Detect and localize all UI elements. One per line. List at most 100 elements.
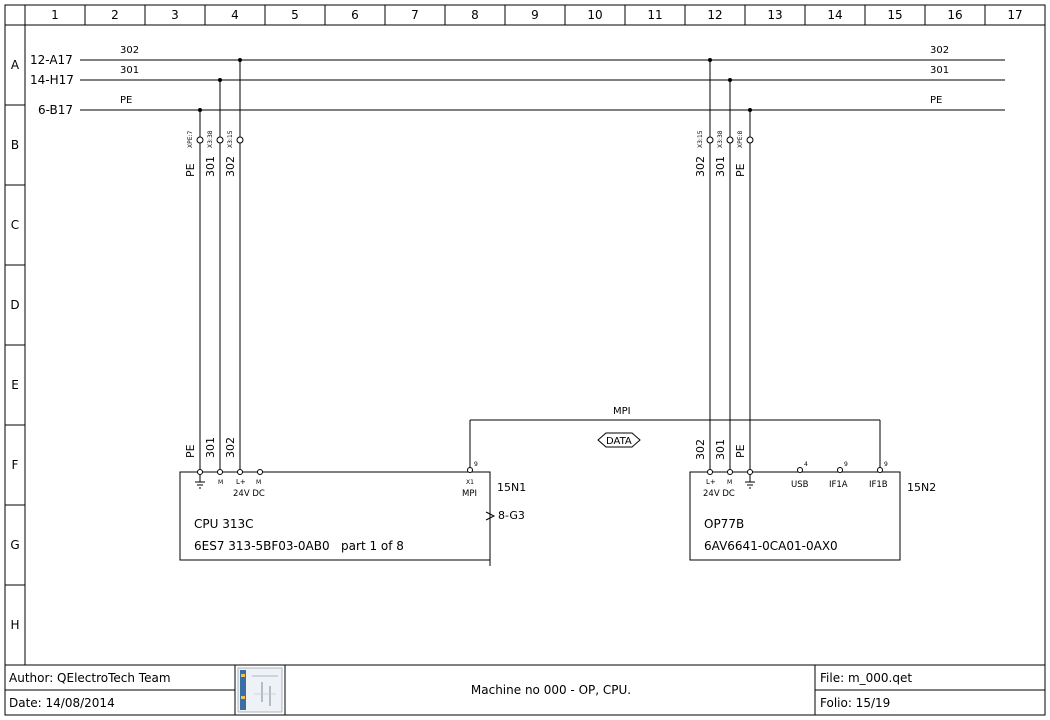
op-pin-pe <box>747 469 753 475</box>
qelectrotech-logo-icon <box>237 667 283 713</box>
right-label-pe: PE <box>930 95 942 106</box>
ground-icon <box>195 475 205 489</box>
data-arrow-label: DATA <box>606 436 632 447</box>
left-label-301: 301 <box>120 65 139 76</box>
cpu-mpi-pin <box>467 467 473 473</box>
op-port-if1a: IF1A <box>829 480 848 490</box>
op-wire-label-pe: PE <box>734 163 747 177</box>
op-wire-label-302-bottom: 302 <box>694 439 707 460</box>
cpu-pin-label-m1: M <box>218 479 223 486</box>
column-number: 9 <box>531 8 539 22</box>
cpu-terminal-xpe7: XPE:7 <box>187 130 194 148</box>
cpu-continuation-break <box>485 511 496 521</box>
op-tag: 15N2 <box>907 481 936 494</box>
op-terminal-x338: X3:38 <box>717 130 724 148</box>
cpu-port-pin: 9 <box>474 461 478 468</box>
column-number: 15 <box>887 8 902 22</box>
right-label-302: 302 <box>930 45 949 56</box>
terminal-circle <box>236 136 244 144</box>
cpu-terminal-x338: X3:38 <box>207 130 214 148</box>
op-wire-label-301: 301 <box>714 156 727 177</box>
mpi-bus-label: MPI <box>613 406 631 417</box>
cpu-port-number: X1 <box>466 479 474 486</box>
title-block-title: Machine no 000 - OP, CPU. <box>471 683 631 697</box>
terminal-circle <box>746 136 754 144</box>
terminal-circle <box>706 136 714 144</box>
cpu-pin-m <box>217 469 223 475</box>
column-number: 16 <box>947 8 962 22</box>
left-label-pe: PE <box>120 95 132 106</box>
cpu-wire-label-301-bottom: 301 <box>204 437 217 458</box>
terminal-circle <box>726 136 734 144</box>
op-wire-label-pe-bottom: PE <box>734 444 747 458</box>
cpu-xref: 8-G3 <box>498 509 525 522</box>
cpu-pin-m2 <box>257 469 263 475</box>
op-pin-lplus <box>707 469 713 475</box>
op-terminal-xpe8: XPE:8 <box>737 130 744 148</box>
op-pin-m <box>727 469 733 475</box>
op-if1a-pin <box>837 467 843 473</box>
row-letter: B <box>11 138 19 152</box>
title-block-author: Author: QElectroTech Team <box>9 671 171 685</box>
cpu-wire-label-pe-bottom: PE <box>184 444 197 458</box>
cpu-pin-label-lplus: L+ <box>236 478 246 486</box>
row-letter: C <box>11 218 19 232</box>
column-number: 1 <box>51 8 59 22</box>
column-number: 6 <box>351 8 359 22</box>
column-number: 7 <box>411 8 419 22</box>
op-part-number: 6AV6641-0CA01-0AX0 <box>704 539 838 553</box>
cpu-name: CPU 313C <box>194 517 254 531</box>
terminal-circle <box>216 136 224 144</box>
column-number: 5 <box>291 8 299 22</box>
left-ref-301: 14-H17 <box>30 73 74 87</box>
left-ref-pe: 6-B17 <box>38 103 73 117</box>
data-arrow-icon <box>597 432 641 448</box>
cpu-supply-label: 24V DC <box>233 489 265 499</box>
left-label-302: 302 <box>120 45 139 56</box>
column-number: 14 <box>827 8 842 22</box>
column-number: 8 <box>471 8 479 22</box>
column-number: 2 <box>111 8 119 22</box>
cpu-pin-lplus <box>237 469 243 475</box>
op-usb-pin <box>797 467 803 473</box>
row-letter: F <box>12 458 19 472</box>
ground-icon <box>745 475 755 489</box>
column-number: 10 <box>587 8 602 22</box>
op-if1b-pin <box>877 467 883 473</box>
row-letter: H <box>10 618 19 632</box>
op-name: OP77B <box>704 517 744 531</box>
cpu-part-number: 6ES7 313-5BF03-0AB0 part 1 of 8 <box>194 539 404 553</box>
column-number: 4 <box>231 8 239 22</box>
cpu-wire-label-pe: PE <box>184 163 197 177</box>
op-port-usb: USB <box>791 480 809 490</box>
cpu-wire-label-302: 302 <box>224 156 237 177</box>
row-letter: A <box>11 58 20 72</box>
title-block-file: File: m_000.qet <box>820 671 912 685</box>
column-number: 13 <box>767 8 782 22</box>
cpu-pin-label-m2: M <box>256 479 261 486</box>
cpu-terminal-x315: X3:15 <box>227 130 234 148</box>
column-number: 17 <box>1007 8 1022 22</box>
title-block-folio: Folio: 15/19 <box>820 696 890 710</box>
op-box <box>689 471 901 561</box>
cpu-tag: 15N1 <box>497 481 526 494</box>
cpu-wire-label-301: 301 <box>204 156 217 177</box>
cpu-port-label: MPI <box>462 489 477 499</box>
op-wire-label-302: 302 <box>694 156 707 177</box>
column-number: 3 <box>171 8 179 22</box>
column-number: 11 <box>647 8 662 22</box>
row-letter: G <box>10 538 19 552</box>
op-pin-label-m: M <box>727 479 732 486</box>
op-if1b-pin-number: 9 <box>884 461 888 468</box>
cpu-wire-label-302-bottom: 302 <box>224 437 237 458</box>
op-if1a-pin-number: 9 <box>844 461 848 468</box>
left-ref-302: 12-A17 <box>30 53 73 67</box>
cpu-pin-pe <box>197 469 203 475</box>
sheet-frame <box>4 4 1046 716</box>
op-usb-pin-number: 4 <box>804 461 808 468</box>
title-block-date: Date: 14/08/2014 <box>9 696 115 710</box>
terminal-circle <box>196 136 204 144</box>
